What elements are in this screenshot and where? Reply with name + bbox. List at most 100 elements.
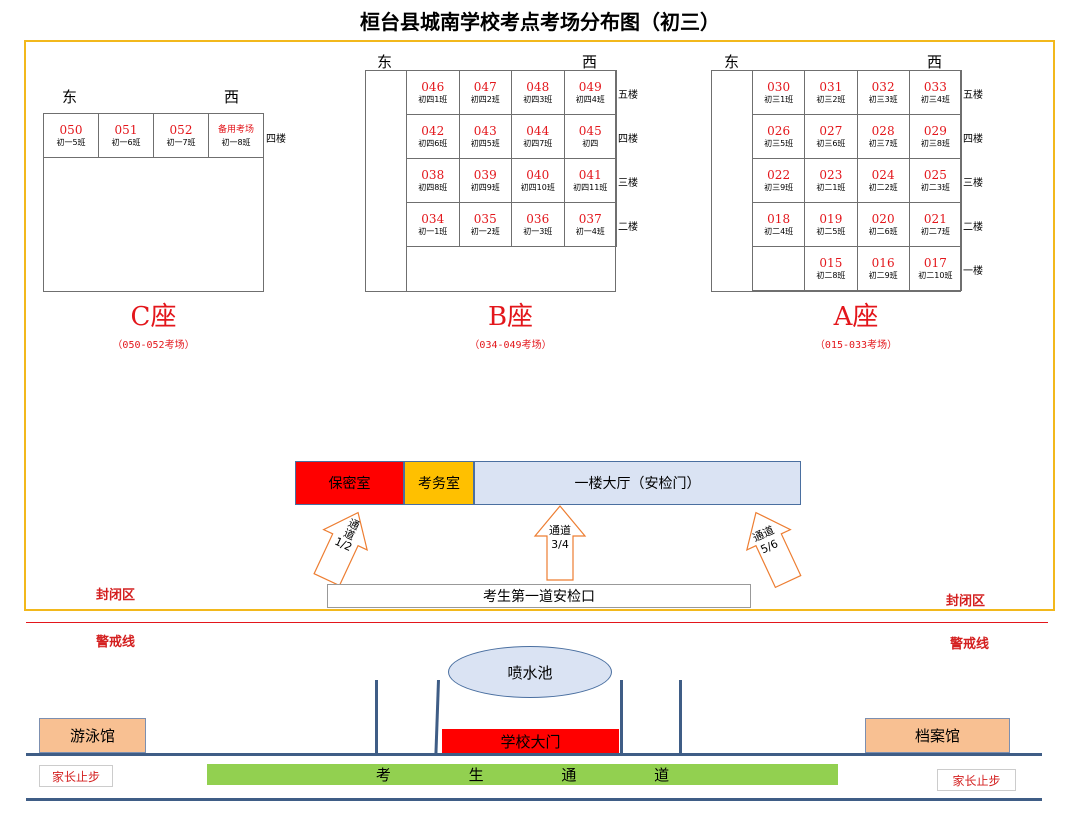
room-class: 初二9班 xyxy=(868,271,898,280)
room-number: 049 xyxy=(578,80,602,94)
room-class: 初二10班 xyxy=(918,271,953,280)
room-number: 022 xyxy=(767,168,791,182)
range-label-c: （050-052考场） xyxy=(112,340,195,351)
floor-label: 五楼 xyxy=(963,90,983,101)
floor-label: 四楼 xyxy=(618,134,638,145)
room-number: 034 xyxy=(421,212,445,226)
seat-label-a: A座 xyxy=(833,302,879,332)
floor-label: 四楼 xyxy=(266,134,286,145)
room-class: 初二6班 xyxy=(868,227,898,236)
room-number: 045 xyxy=(578,124,602,138)
room-number: 019 xyxy=(819,212,843,226)
room-class: 初四8班 xyxy=(418,183,448,192)
a-east-label: 东 xyxy=(724,53,740,71)
room-class: 初四1班 xyxy=(418,95,448,104)
room-cell: 备用考场初一8班 xyxy=(208,113,264,158)
floor-label: 二楼 xyxy=(618,222,638,233)
room-number: 033 xyxy=(923,80,947,94)
room-number: 029 xyxy=(923,124,947,138)
room-class: 初四5班 xyxy=(470,139,500,148)
room-number: 040 xyxy=(526,168,550,182)
room-class: 初三8班 xyxy=(920,139,950,148)
room-class: 初一3班 xyxy=(523,227,553,236)
floor-label: 二楼 xyxy=(963,222,983,233)
room-class: 初二2班 xyxy=(868,183,898,192)
room-number: 018 xyxy=(767,212,791,226)
room-number: 026 xyxy=(767,124,791,138)
first-security-checkpoint: 考生第一道安检口 xyxy=(327,584,751,608)
road-line-bottom xyxy=(26,798,1042,801)
room-number: 050 xyxy=(59,123,83,137)
room-class: 初二1班 xyxy=(816,183,846,192)
swimming-hall: 游泳馆 xyxy=(39,718,146,753)
room-number: 备用考场 xyxy=(217,125,254,135)
room-class: 初三1班 xyxy=(764,95,794,104)
room-number: 042 xyxy=(421,124,445,138)
room-class: 初三3班 xyxy=(868,95,898,104)
room-class: 初四2班 xyxy=(470,95,500,104)
floor-label: 四楼 xyxy=(963,134,983,145)
page-title: 桓台县城南学校考点考场分布图（初三） xyxy=(360,10,720,34)
closed-area-right: 封闭区 xyxy=(946,594,986,609)
room-class: 初四9班 xyxy=(470,183,500,192)
room-class: 初三6班 xyxy=(816,139,846,148)
room-class: 初四3班 xyxy=(523,95,553,104)
room-class: 初二8班 xyxy=(816,271,846,280)
student-passage-char: 生 xyxy=(468,766,484,784)
c-east-label: 东 xyxy=(62,88,78,106)
room-class: 初三4班 xyxy=(920,95,950,104)
secret-room: 保密室 xyxy=(295,461,404,505)
room-number: 015 xyxy=(819,256,843,270)
room-class: 初三7班 xyxy=(868,139,898,148)
room-class: 初四6班 xyxy=(418,139,448,148)
room-class: 初一2班 xyxy=(470,227,500,236)
room-class: 初三2班 xyxy=(816,95,846,104)
room-class: 初二5班 xyxy=(816,227,846,236)
room-number: 032 xyxy=(871,80,895,94)
room-number: 031 xyxy=(819,80,843,94)
room-class: 初一1班 xyxy=(418,227,448,236)
floor-label: 三楼 xyxy=(618,178,638,189)
passage-arrow-5-6-icon xyxy=(745,511,802,589)
closed-area-left: 封闭区 xyxy=(96,588,136,603)
room-number: 035 xyxy=(473,212,497,226)
parents-stop-right: 家长止步 xyxy=(937,769,1016,791)
room-class: 初四7班 xyxy=(523,139,553,148)
room-number: 047 xyxy=(473,80,497,94)
c-west-label: 西 xyxy=(224,88,240,106)
room-class: 初一6班 xyxy=(111,138,141,147)
warning-line xyxy=(26,622,1048,623)
room-class: 初三5班 xyxy=(764,139,794,148)
passage-arrow-1-2-icon xyxy=(313,511,369,585)
passage-label-line2: 3/4 xyxy=(551,538,569,551)
room-number: 051 xyxy=(114,123,138,137)
student-passage-char: 道 xyxy=(654,766,670,784)
